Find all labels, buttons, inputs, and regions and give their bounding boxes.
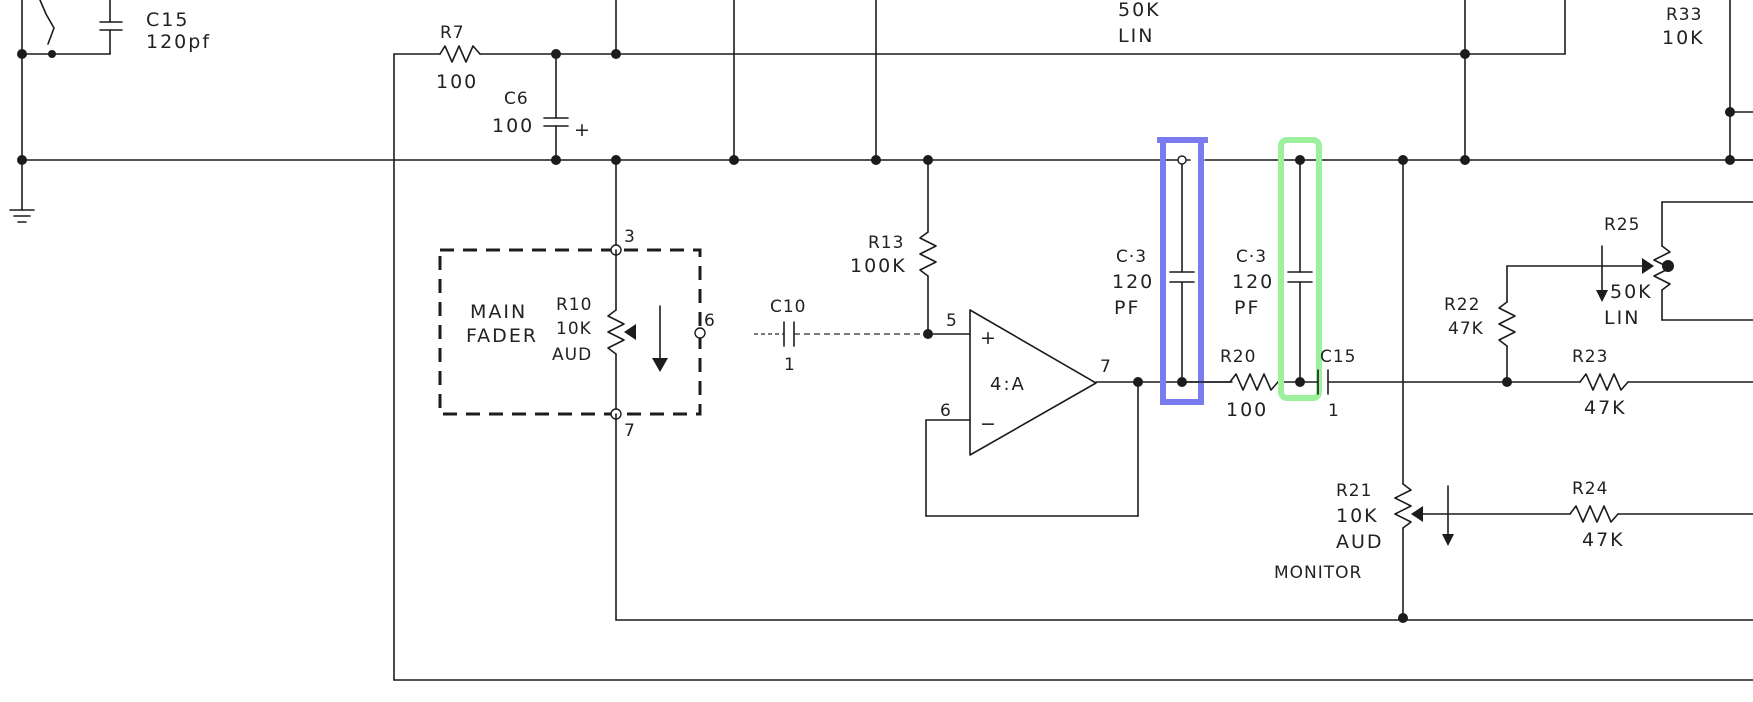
r21-role: MONITOR bbox=[1274, 563, 1362, 583]
c6-name: C6 bbox=[504, 89, 529, 109]
r24-resistor: R24 47K bbox=[1569, 479, 1753, 551]
r10-value: 10K bbox=[556, 319, 592, 339]
r13-name: R13 bbox=[868, 233, 904, 253]
r10-name: R10 bbox=[556, 295, 592, 315]
opamp-pin-6: 6 bbox=[940, 401, 952, 421]
r25-taper: LIN bbox=[1604, 307, 1640, 329]
r25-value: 50K bbox=[1610, 281, 1653, 303]
c13-green-value: 120 bbox=[1232, 271, 1274, 293]
r21-taper: AUD bbox=[1336, 531, 1384, 553]
c10-name: C10 bbox=[770, 297, 807, 317]
r33-name: R33 bbox=[1666, 5, 1702, 25]
c6-polarity: + bbox=[574, 119, 592, 141]
r13-value: 100K bbox=[850, 255, 907, 277]
c13-capacitor-blue: C·3 120 PF bbox=[1112, 155, 1195, 387]
c15-mid-value: 1 bbox=[1328, 401, 1340, 421]
c13-blue-name: C·3 bbox=[1116, 247, 1147, 267]
top-pot-value: 50K bbox=[1118, 0, 1161, 21]
c13-green-unit: PF bbox=[1234, 297, 1260, 319]
c13-blue-value: 120 bbox=[1112, 271, 1154, 293]
r21-value: 10K bbox=[1336, 505, 1379, 527]
c10-value: 1 bbox=[784, 355, 796, 375]
r7-name: R7 bbox=[440, 23, 465, 43]
r20-value: 100 bbox=[1226, 399, 1268, 421]
opamp-name: 4:A bbox=[990, 374, 1026, 395]
r25-name: R25 bbox=[1604, 215, 1640, 235]
c15-mid-name: C15 bbox=[1320, 347, 1357, 367]
opamp-plus: + bbox=[980, 327, 998, 349]
r10-taper: AUD bbox=[552, 345, 592, 365]
r13-resistor: R13 100K bbox=[850, 159, 937, 339]
c13-green-name: C·3 bbox=[1236, 247, 1267, 267]
c10-capacitor: C10 1 bbox=[754, 297, 928, 375]
opamp-minus: − bbox=[980, 413, 998, 435]
opamp-pin-5: 5 bbox=[946, 311, 958, 331]
c13-blue-unit: PF bbox=[1114, 297, 1140, 319]
bottom-buses bbox=[393, 619, 1753, 681]
r21-potentiometer: R21 10K AUD MONITOR bbox=[1274, 159, 1571, 623]
r7-value: 100 bbox=[436, 71, 478, 93]
r22-resistor: R22 47K bbox=[1444, 265, 1651, 383]
main-fader-line1: MAIN bbox=[470, 301, 527, 323]
r33-value: 10K bbox=[1662, 27, 1705, 49]
c6-value: 100 bbox=[492, 115, 534, 137]
r20-name: R20 bbox=[1220, 347, 1256, 367]
green-highlight-box bbox=[1278, 137, 1322, 401]
opamp-pin-7: 7 bbox=[1100, 357, 1112, 377]
fader-pin-right: 6 bbox=[704, 311, 716, 331]
r23-name: R23 bbox=[1572, 347, 1608, 367]
ground-rail bbox=[17, 155, 1753, 165]
r22-value: 47K bbox=[1448, 319, 1484, 339]
fader-pin-bottom: 7 bbox=[624, 421, 636, 441]
r25-potentiometer: R25 50K LIN bbox=[1596, 201, 1753, 329]
top-pot-taper: LIN bbox=[1118, 25, 1154, 47]
c6-capacitor: C6 100 + bbox=[492, 53, 592, 161]
r33-resistor: R33 10K bbox=[1662, 0, 1753, 161]
c13-capacitor-green: C·3 120 PF bbox=[1232, 155, 1313, 387]
r22-name: R22 bbox=[1444, 295, 1480, 315]
main-fader-line2: FADER bbox=[466, 325, 538, 347]
c15-top-value: 120pf bbox=[146, 31, 211, 53]
r24-value: 47K bbox=[1582, 529, 1625, 551]
r23-value: 47K bbox=[1584, 397, 1627, 419]
fader-pin-top: 3 bbox=[624, 227, 636, 247]
c15-mid-capacitor: C15 1 bbox=[1299, 347, 1581, 421]
r20-resistor: R20 100 bbox=[1181, 347, 1301, 421]
r21-name: R21 bbox=[1336, 481, 1372, 501]
r23-resistor: R23 47K bbox=[1502, 347, 1753, 419]
main-fader: MAIN FADER R10 10K AUD 3 6 7 bbox=[438, 159, 716, 621]
upper-rail: R7 100 50K LIN bbox=[393, 0, 1566, 681]
ground-symbol bbox=[9, 209, 35, 223]
opamp-4a: 4:A + − 5 6 7 bbox=[925, 309, 1233, 517]
c15-top-name: C15 bbox=[146, 9, 189, 31]
r24-name: R24 bbox=[1572, 479, 1608, 499]
top-left-network: C15 120pf bbox=[17, 0, 211, 211]
